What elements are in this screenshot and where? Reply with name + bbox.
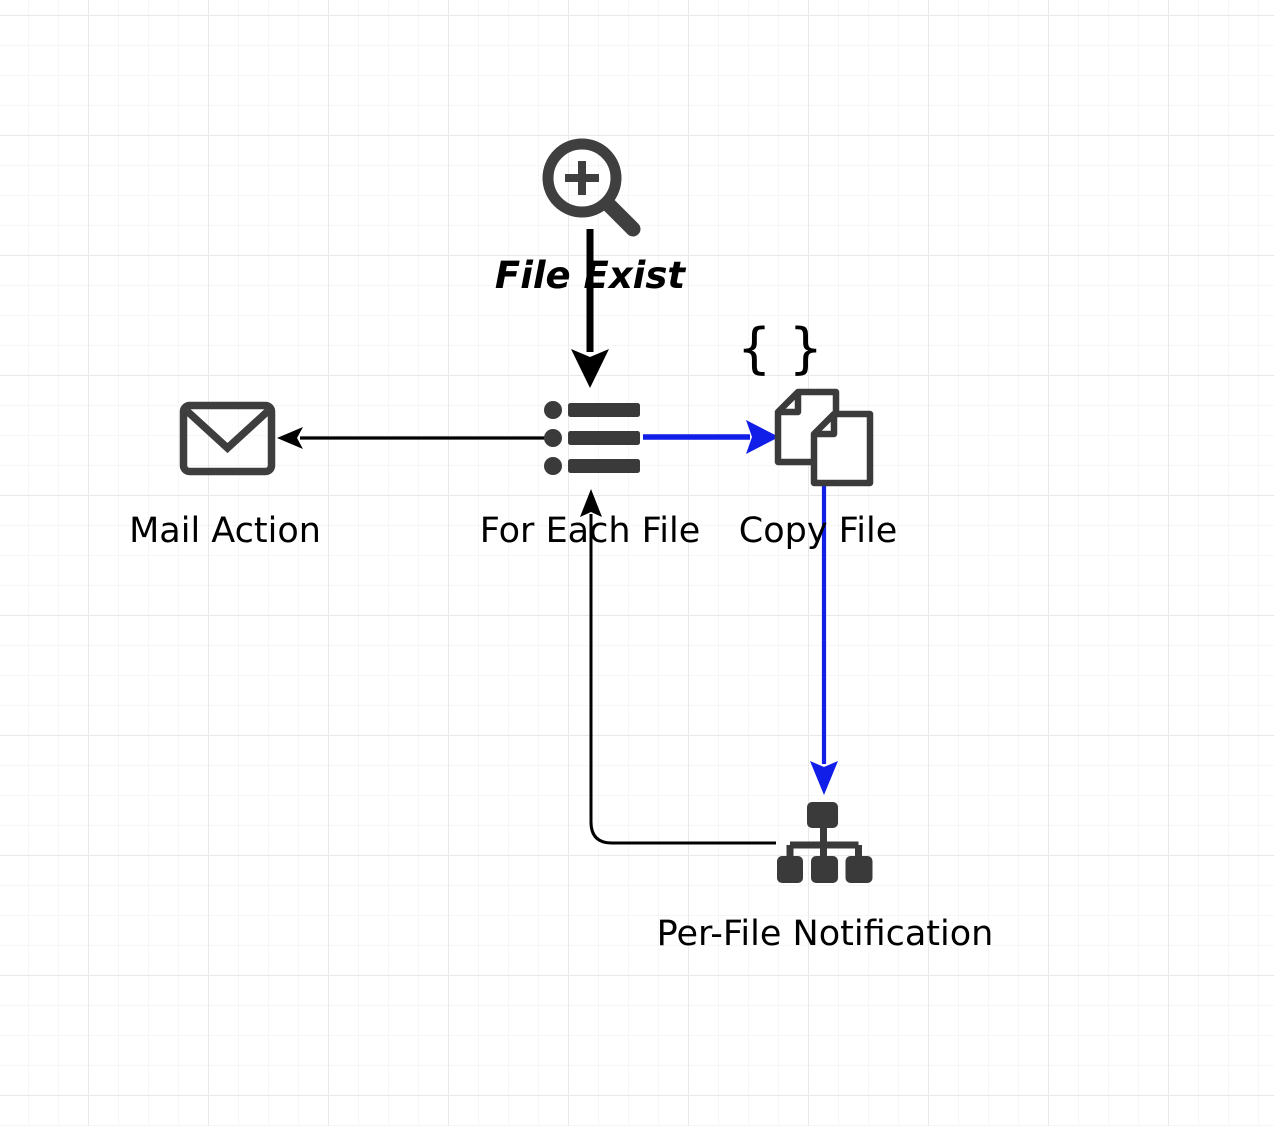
node-mail-action-label: Mail Action	[129, 511, 321, 551]
node-for-each-file[interactable]	[541, 399, 641, 476]
zoom-in-magnifier-icon	[542, 138, 641, 237]
envelope-icon	[179, 401, 276, 476]
copy-documents-icon	[774, 388, 874, 487]
node-file-exist-label: File Exist	[494, 254, 686, 297]
node-mail-action[interactable]	[178, 400, 277, 477]
edge-for-each-file-to-mail-action[interactable]	[277, 427, 549, 449]
node-per-file-notification-label: Per-File Notification	[656, 914, 994, 954]
node-copy-file-annotation: { }	[737, 317, 823, 380]
node-copy-file[interactable]	[770, 385, 876, 489]
bullet-list-icon	[544, 401, 640, 475]
node-per-file-notification[interactable]	[774, 799, 874, 887]
node-copy-file-label: Copy File	[738, 511, 898, 551]
edge-file-exist-to-for-each-file[interactable]	[571, 229, 609, 388]
edge-for-each-file-to-copy-file[interactable]	[643, 420, 779, 454]
sitemap-hierarchy-icon	[777, 802, 873, 883]
edge-copy-file-to-per-file-notification[interactable]	[810, 486, 838, 795]
node-file-exist[interactable]	[536, 132, 642, 238]
edge-per-file-notification-to-for-each-file[interactable]	[580, 489, 776, 845]
node-for-each-file-label: For Each File	[479, 511, 701, 551]
